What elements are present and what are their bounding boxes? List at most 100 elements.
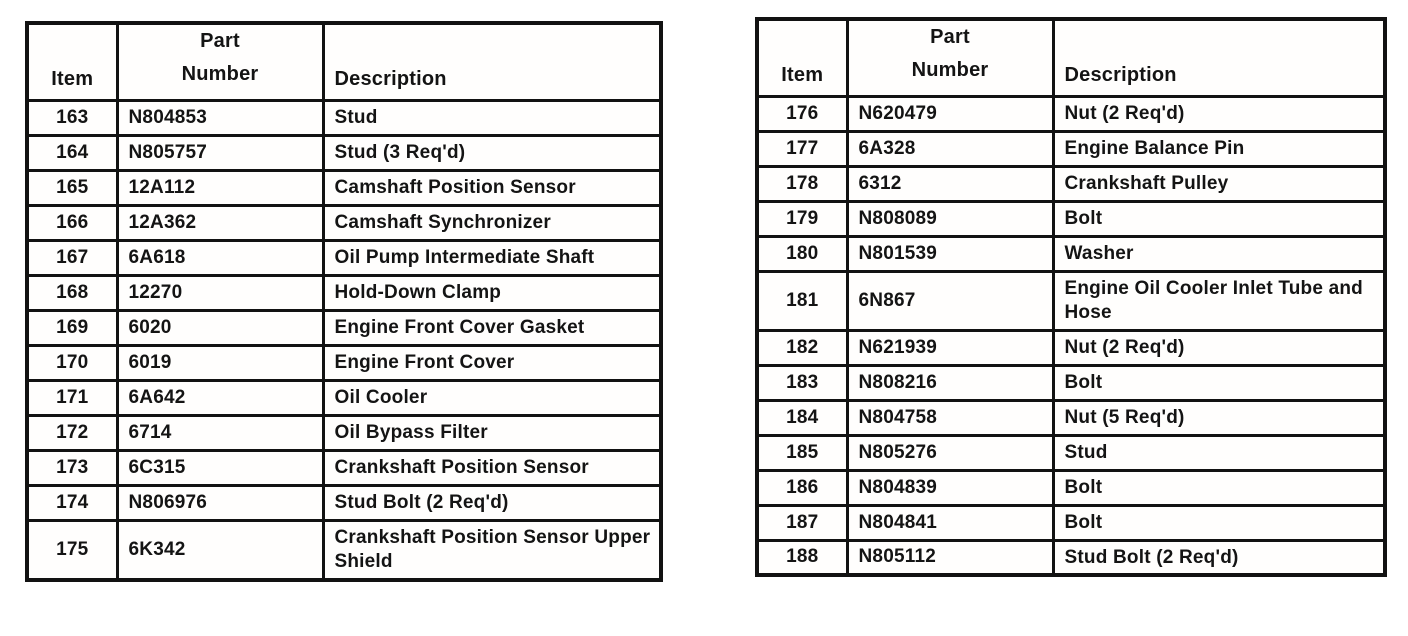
description-cell: Crankshaft Position Sensor <box>321 449 663 487</box>
description-cell: Stud <box>1051 433 1387 472</box>
column-header-item: Item <box>755 17 849 98</box>
item-cell: 188 <box>755 538 849 577</box>
column-header-part-number: Part Number <box>115 21 325 102</box>
table-row: 188 N805112 Stud Bolt (2 Req'd) <box>755 538 1387 577</box>
part-number-cell: N805276 <box>845 433 1055 472</box>
item-cell: 169 <box>25 309 119 347</box>
description-cell: Oil Cooler <box>321 379 663 417</box>
description-cell: Hold-Down Clamp <box>321 274 663 312</box>
part-number-cell: N805112 <box>845 538 1055 577</box>
item-cell: 167 <box>25 239 119 277</box>
table-header: Item Part Number Description <box>25 21 663 102</box>
description-cell: Engine Front Cover <box>321 344 663 382</box>
table-row: 170 6019 Engine Front Cover <box>25 344 663 382</box>
table-row: 174 N806976 Stud Bolt (2 Req'd) <box>25 484 663 522</box>
table-row: 168 12270 Hold-Down Clamp <box>25 274 663 312</box>
description-cell: Stud Bolt (2 Req'd) <box>1051 538 1387 577</box>
description-cell: Stud <box>321 99 663 137</box>
part-number-cell: N804841 <box>845 503 1055 542</box>
item-cell: 176 <box>755 95 849 133</box>
item-cell: 187 <box>755 503 849 542</box>
part-number-cell: 12A112 <box>115 169 325 207</box>
item-cell: 166 <box>25 204 119 242</box>
table-row: 172 6714 Oil Bypass Filter <box>25 414 663 452</box>
table-row: 163 N804853 Stud <box>25 99 663 137</box>
description-cell: Engine Balance Pin <box>1051 130 1387 168</box>
item-cell: 165 <box>25 169 119 207</box>
table-row: 177 6A328 Engine Balance Pin <box>755 130 1387 168</box>
description-cell: Crankshaft Pulley <box>1051 165 1387 203</box>
table-row: 167 6A618 Oil Pump Intermediate Shaft <box>25 239 663 277</box>
item-cell: 178 <box>755 165 849 203</box>
item-cell: 180 <box>755 235 849 273</box>
item-cell: 164 <box>25 134 119 172</box>
part-number-cell: 6A328 <box>845 130 1055 168</box>
description-cell: Camshaft Position Sensor <box>321 169 663 207</box>
item-cell: 170 <box>25 344 119 382</box>
table-row: 183 N808216 Bolt <box>755 363 1387 402</box>
table-row: 165 12A112 Camshaft Position Sensor <box>25 169 663 207</box>
description-cell: Bolt <box>1051 363 1387 402</box>
part-number-cell: N806976 <box>115 484 325 522</box>
table-row: 186 N804839 Bolt <box>755 468 1387 507</box>
description-cell: Engine Front Cover Gasket <box>321 309 663 347</box>
column-header-item: Item <box>25 21 119 102</box>
item-cell: 177 <box>755 130 849 168</box>
column-header-part-number: Part Number <box>845 17 1055 98</box>
item-cell: 172 <box>25 414 119 452</box>
part-number-cell: N808089 <box>845 200 1055 238</box>
part-number-cell: N805757 <box>115 134 325 172</box>
description-cell: Bolt <box>1051 468 1387 507</box>
header-row: Item Part Number Description <box>25 21 663 102</box>
item-cell: 168 <box>25 274 119 312</box>
part-number-cell: 6714 <box>115 414 325 452</box>
column-header-description: Description <box>321 21 663 102</box>
part-number-cell: N804853 <box>115 99 325 137</box>
item-cell: 181 <box>755 270 849 332</box>
part-number-cell: N808216 <box>845 363 1055 402</box>
description-cell: Nut (2 Req'd) <box>1051 328 1387 367</box>
table-row: 181 6N867 Engine Oil Cooler Inlet Tube a… <box>755 270 1387 332</box>
part-number-cell: N804758 <box>845 398 1055 437</box>
table-row: 175 6K342 Crankshaft Position Sensor Upp… <box>25 519 663 581</box>
part-number-cell: 6A618 <box>115 239 325 277</box>
table-row: 176 N620479 Nut (2 Req'd) <box>755 95 1387 133</box>
table-row: 180 N801539 Washer <box>755 235 1387 273</box>
item-cell: 175 <box>25 519 119 581</box>
part-number-cell: 6312 <box>845 165 1055 203</box>
description-cell: Bolt <box>1051 503 1387 542</box>
description-cell: Stud (3 Req'd) <box>321 134 663 172</box>
part-number-cell: N801539 <box>845 235 1055 273</box>
item-cell: 171 <box>25 379 119 417</box>
table-row: 179 N808089 Bolt <box>755 200 1387 238</box>
part-number-cell: 6N867 <box>845 270 1055 332</box>
description-cell: Bolt <box>1051 200 1387 238</box>
table-row: 169 6020 Engine Front Cover Gasket <box>25 309 663 347</box>
item-cell: 163 <box>25 99 119 137</box>
table-row: 171 6A642 Oil Cooler <box>25 379 663 417</box>
item-cell: 173 <box>25 449 119 487</box>
table-row: 166 12A362 Camshaft Synchronizer <box>25 204 663 242</box>
table-row: 173 6C315 Crankshaft Position Sensor <box>25 449 663 487</box>
column-header-description: Description <box>1051 17 1387 98</box>
part-number-cell: 6019 <box>115 344 325 382</box>
item-cell: 183 <box>755 363 849 402</box>
table-row: 164 N805757 Stud (3 Req'd) <box>25 134 663 172</box>
item-cell: 184 <box>755 398 849 437</box>
description-cell: Crankshaft Position Sensor Upper Shield <box>321 519 663 581</box>
part-number-cell: 6K342 <box>115 519 325 581</box>
parts-table-left: Item Part Number Description 163 N804853… <box>25 21 663 582</box>
part-number-cell: N620479 <box>845 95 1055 133</box>
description-cell: Washer <box>1051 235 1387 273</box>
description-cell: Camshaft Synchronizer <box>321 204 663 242</box>
part-number-cell: 12A362 <box>115 204 325 242</box>
description-cell: Stud Bolt (2 Req'd) <box>321 484 663 522</box>
item-cell: 186 <box>755 468 849 507</box>
description-cell: Oil Pump Intermediate Shaft <box>321 239 663 277</box>
header-row: Item Part Number Description <box>755 17 1387 98</box>
description-cell: Nut (5 Req'd) <box>1051 398 1387 437</box>
description-cell: Nut (2 Req'd) <box>1051 95 1387 133</box>
description-cell: Engine Oil Cooler Inlet Tube and Hose <box>1051 270 1387 332</box>
item-cell: 179 <box>755 200 849 238</box>
table-row: 185 N805276 Stud <box>755 433 1387 472</box>
